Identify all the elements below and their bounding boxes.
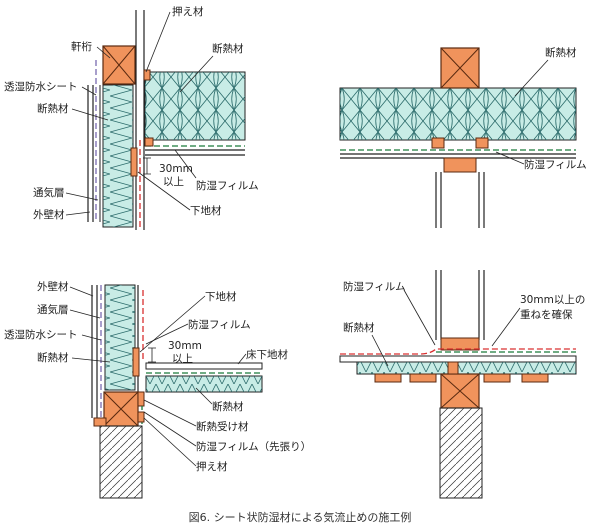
p3-label-yukashitaji: 床下地材 [246, 348, 288, 361]
p1-label-boshitsu: 防湿フィルム [196, 179, 259, 192]
p3-lead-boshitsu [145, 323, 189, 345]
p3-label-tsukiso: 通気層 [37, 303, 69, 316]
p3-label-ijo: 以上 [172, 353, 193, 365]
p1-label-gaihekizai: 外壁材 [33, 208, 65, 221]
p2-ceiling-insulation-pattern [340, 88, 576, 140]
p4-label-danetsuzai: 断熱材 [343, 321, 375, 334]
p3-floor-insulation-pattern [146, 376, 262, 392]
p3-danetsu-ukezai [137, 391, 145, 407]
p1-ceiling-insulation-pattern [145, 72, 245, 140]
p1-label-ijo: 以上 [163, 176, 184, 188]
p4-label-30mm-line2: 重ねを確保 [520, 308, 573, 321]
p3-label-shitajizai: 下地材 [205, 290, 237, 303]
p3-label-toshitsu: 透湿防水シート [4, 328, 78, 341]
p3-wall-insulation-pattern [105, 285, 135, 390]
p1-label-danetsuzai-top: 断熱材 [212, 42, 244, 55]
p1-label-nokigeta: 軒桁 [71, 40, 92, 53]
p3-lead-boshitsu-sakibari [143, 411, 197, 447]
p3-label-danetsuukezai: 断熱受け材 [196, 420, 249, 433]
p2-beam-cross [440, 47, 480, 89]
p3-lead-shitajizai [139, 295, 206, 353]
p3-lead-toshitsu [81, 334, 102, 341]
p1-lead-shitajizai [137, 171, 191, 211]
p4-sill-cross [440, 373, 480, 409]
p1-osaezai-block [143, 69, 151, 81]
p3-osaezai-inner [137, 411, 145, 423]
p3-label-boshitsu-sakibari: 防湿フィルム（先張り） [196, 440, 311, 453]
p4-joist-4 [521, 373, 549, 383]
p3-floor-board [145, 362, 263, 370]
p4-floor-board [339, 355, 577, 363]
p4-joist-3 [483, 373, 511, 383]
p1-wall-insulation-pattern [103, 85, 133, 227]
p1-shitajizai-block [130, 147, 138, 177]
p3-lead-danetsuzai [195, 387, 213, 405]
p4-top-block [440, 337, 480, 351]
p1-lead-danetsuzai-top [179, 55, 214, 93]
p3-lead-yukashitaji [237, 353, 247, 365]
p2-lower-block [443, 157, 477, 173]
p3-lead-gaihekizai [69, 286, 94, 297]
p2-block-right [475, 137, 489, 149]
p1-small-block [144, 137, 154, 147]
p3-label-boshitsu: 防湿フィルム [188, 318, 251, 331]
p1-nokigeta-cross [102, 45, 136, 85]
p4-floor-insulation-pattern [357, 362, 576, 374]
p3-osaezai [93, 417, 107, 427]
p3-label-danetsuzai: 断熱材 [212, 400, 244, 413]
panel-2-ceiling: 断熱材 防湿フィルム [339, 46, 587, 228]
p3-lead-osaezai [143, 417, 197, 467]
p3-label-danetsuzai-left: 断熱材 [37, 351, 69, 364]
p4-label-30mm-line1: 30mm以上の [520, 294, 585, 306]
p4-foundation [439, 407, 483, 499]
p4-lead-danetsuzai [371, 334, 389, 367]
p3-sill-cross [103, 391, 139, 427]
p1-lead-toshitsu [81, 86, 97, 96]
p4-lead-boshitsu [403, 289, 436, 346]
p3-label-osaezai: 押え材 [196, 460, 228, 473]
p1-label-tsukiso: 通気層 [33, 186, 65, 199]
p1-label-danetsuzai-left: 断熱材 [37, 102, 69, 115]
p3-lead-danetsuukezai [143, 399, 197, 427]
p1-lead-tsukiso [65, 192, 99, 201]
p3-shitajizai [132, 347, 140, 377]
p3-lead-tsukiso [69, 309, 101, 319]
p2-label-danetsuzai: 断熱材 [545, 46, 577, 59]
p2-lead-danetsuzai [514, 59, 549, 97]
p4-moisture-film-left [340, 348, 576, 355]
panel-4-floor-overlap: 防湿フィルム 30mm以上の 重ねを確保 断熱材 [339, 270, 585, 499]
p1-label-toshitsu: 透湿防水シート [4, 80, 78, 93]
p2-block-left [431, 137, 445, 149]
p3-30mm-bracket [148, 347, 156, 363]
p4-joist-2 [409, 373, 437, 383]
p4-joist-1 [374, 373, 402, 383]
p2-label-boshitsu: 防湿フィルム [524, 158, 587, 171]
figure-caption: 図6. シート状防湿材による気流止めの施工例 [189, 510, 412, 524]
p4-label-boshitsu: 防湿フィルム [343, 280, 406, 293]
p2-lead-boshitsu [495, 151, 525, 165]
p1-label-osaezai: 押え材 [172, 5, 204, 18]
panel-3-floor-wall: 外壁材 通気層 透湿防水シート 断熱材 下地材 防湿フィルム 30mm 以上 床… [4, 280, 311, 499]
p1-lead-osaezai [145, 11, 171, 73]
p1-label-shitajizai: 下地材 [190, 204, 222, 217]
p1-30mm-bracket [143, 157, 151, 175]
p3-label-gaihekizai: 外壁材 [37, 280, 69, 293]
p4-lead-30mm [491, 307, 521, 347]
p1-lead-gaihekizai [65, 211, 91, 216]
p1-label-30mm: 30mm [159, 163, 193, 175]
p1-lead-nokigeta [96, 46, 111, 59]
p4-small-block [447, 361, 459, 375]
p1-lead-danetsuzai-left [71, 108, 109, 121]
p3-foundation [99, 425, 143, 499]
p3-lead-danetsuzai-left [71, 357, 111, 363]
p3-label-30mm: 30mm [168, 340, 202, 352]
p1-lead-boshitsu [174, 149, 197, 179]
panel-1-eave-wall: 押え材 軒桁 断熱材 透湿防水シート 断熱材 30mm 以上 防湿フィルム 通気… [4, 5, 259, 230]
